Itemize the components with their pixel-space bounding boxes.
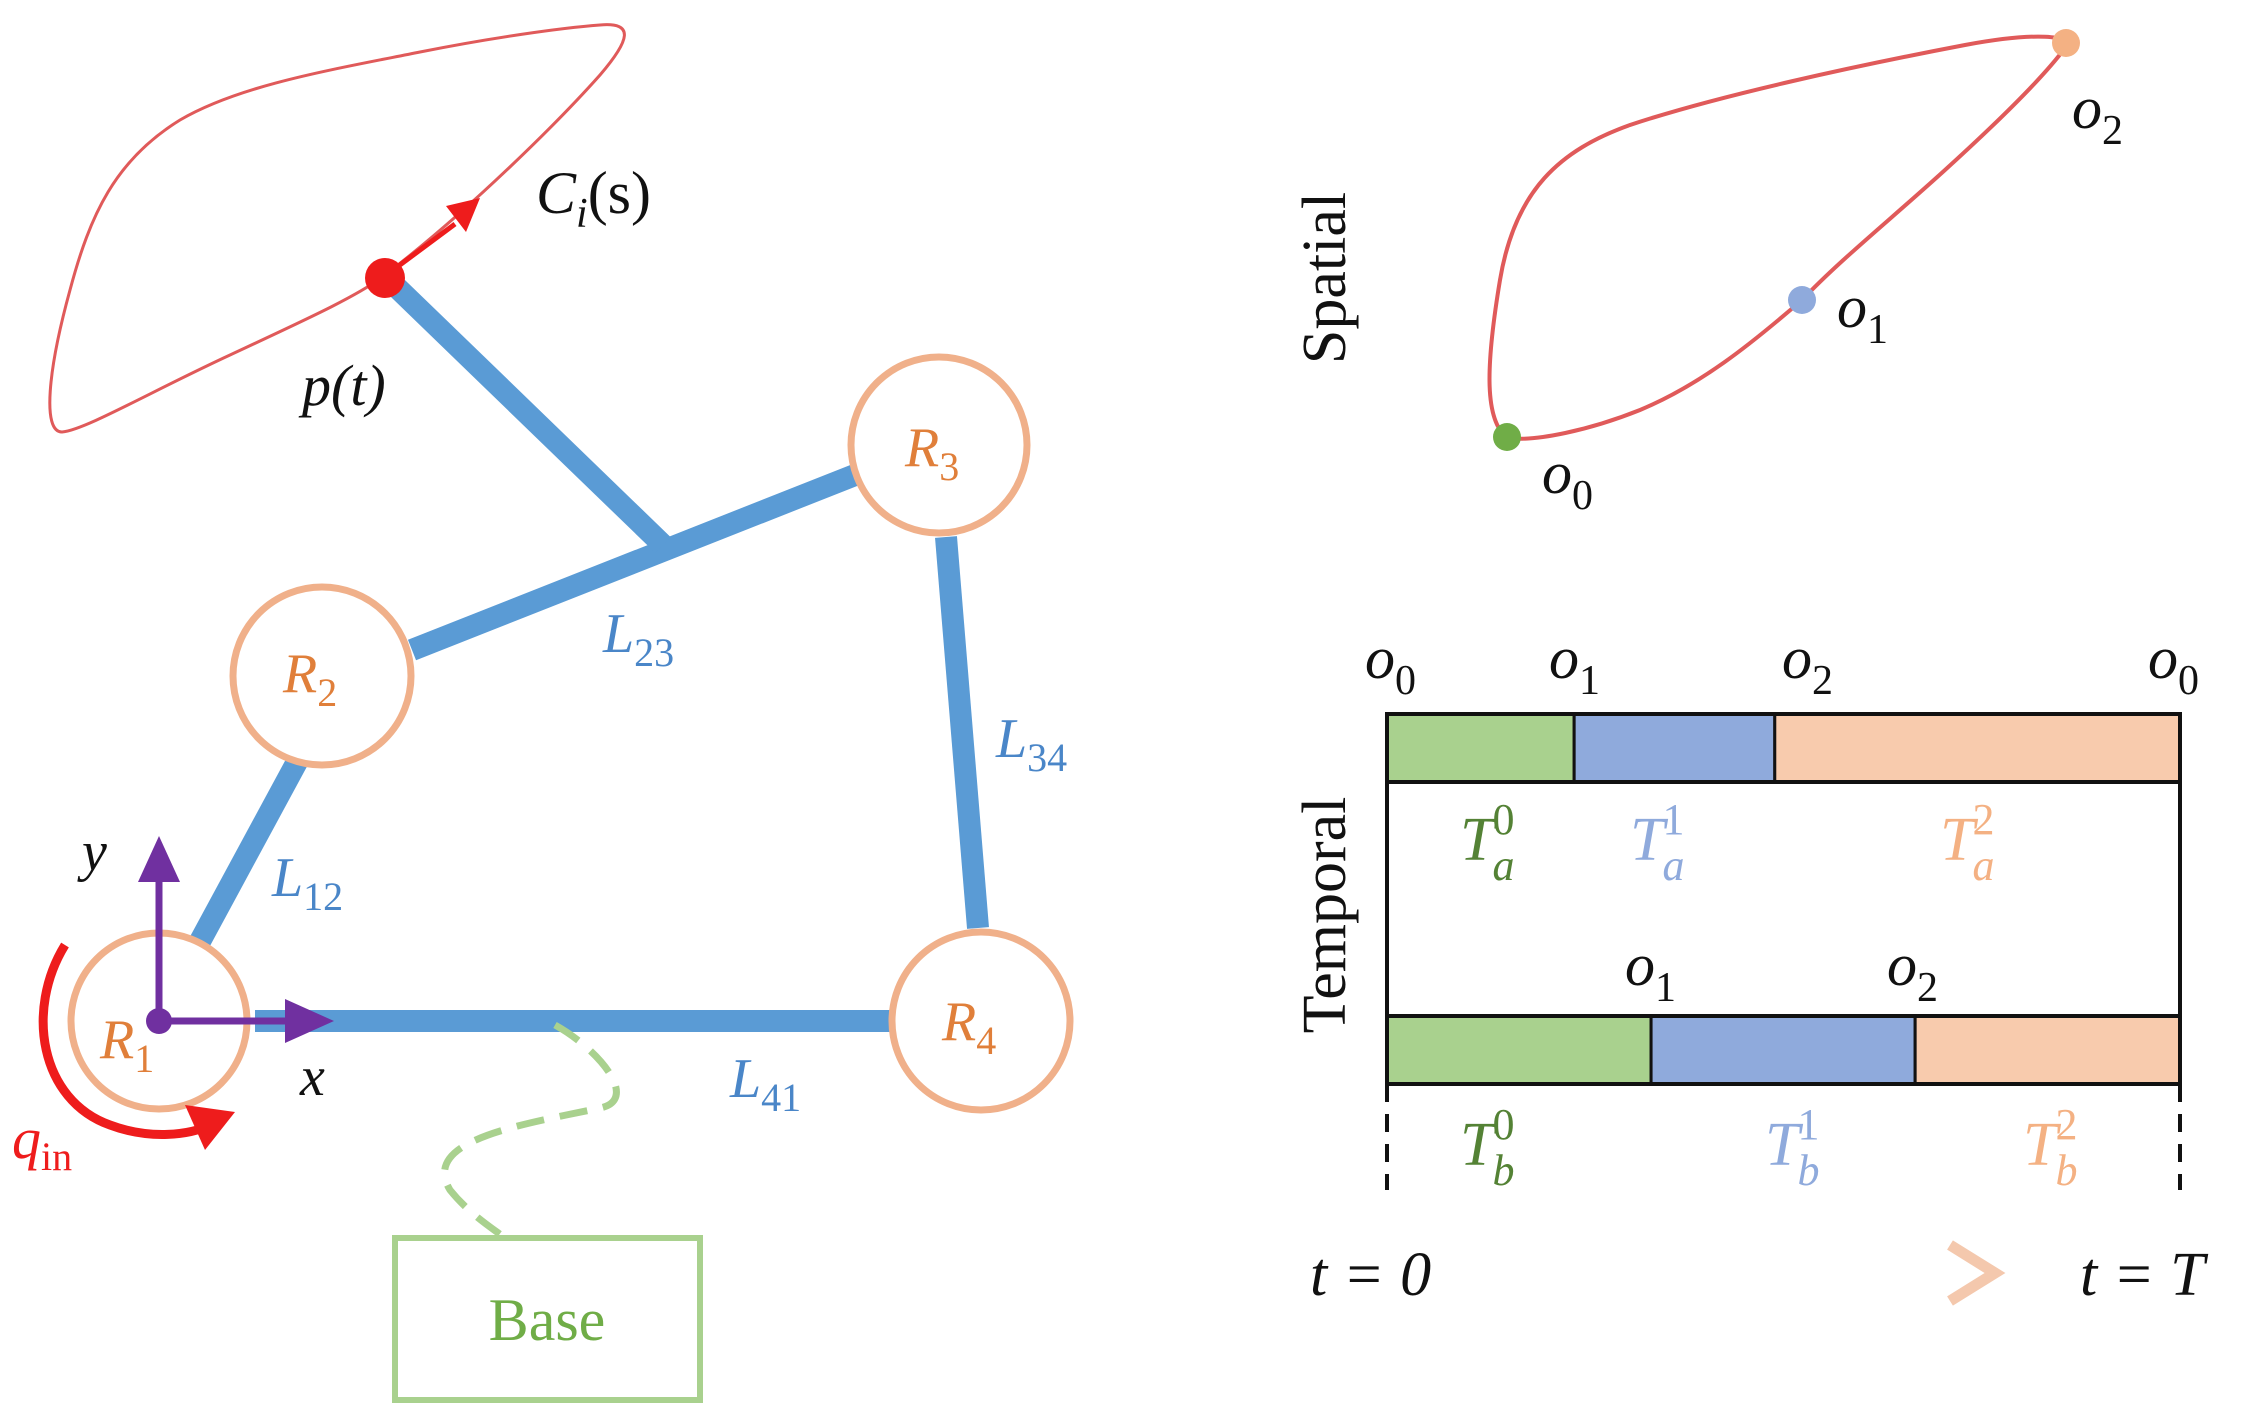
bar-a-segment-1 — [1572, 712, 1777, 784]
joint-r2 — [229, 583, 415, 769]
link-l34-label: L34 — [995, 708, 1067, 780]
link-l34 — [935, 536, 989, 929]
spatial-waypoint-o2 — [2052, 29, 2080, 57]
temporal-top-o0-label: o0 — [1365, 625, 1416, 704]
base-connection — [441, 1021, 620, 1241]
joint-r1-label: R1 — [99, 1009, 154, 1081]
bar-b-segment-1 — [1649, 1014, 1917, 1086]
joints — [67, 353, 1074, 1114]
timeline-bar-a — [1385, 712, 2182, 784]
input-rotation-arrow — [38, 942, 213, 1139]
spatial-o2-label: o2 — [2072, 75, 2123, 154]
time-end-label: t = T — [2080, 1241, 2209, 1309]
trajectory-curve — [48, 23, 626, 434]
axis-x-label: x — [299, 1046, 325, 1108]
spatial-o0-label: o0 — [1542, 440, 1593, 519]
joint-r4 — [888, 928, 1074, 1114]
bar-b-o1-label: o1 — [1625, 932, 1676, 1011]
base-box — [392, 1235, 703, 1403]
spatial-curve — [1487, 34, 2069, 441]
temporal-top-o2-label: o2 — [1782, 625, 1833, 704]
axis-y-label: y — [77, 821, 107, 883]
tangent-arrow-head — [446, 198, 480, 232]
base-label: Base — [489, 1287, 606, 1353]
bar-b-segment-2 — [1913, 1014, 2182, 1086]
axis-y-head — [138, 836, 180, 882]
bar-b-o2-label: o2 — [1887, 932, 1938, 1011]
link-l12-label: L12 — [271, 847, 343, 919]
time-start-label: t = 0 — [1310, 1241, 1431, 1309]
link-l12 — [188, 754, 308, 951]
axis-x-head — [285, 999, 334, 1043]
bar-a-label-1: Ta1 — [1630, 795, 1684, 890]
point-label: p(t) — [298, 353, 386, 418]
input-rotation-head — [185, 1105, 235, 1150]
bar-b-outline — [1385, 1014, 2182, 1086]
bar-b-label-2: Tb2 — [2023, 1100, 2077, 1195]
bar-a-label-0: Ta0 — [1460, 795, 1514, 890]
curve-label: Ci(s) — [536, 160, 651, 237]
time-arrow-head — [1947, 1240, 2006, 1306]
coupler-arm — [377, 268, 671, 553]
spatial-waypoint-o0 — [1493, 423, 1521, 451]
temporal-top-o1-label: o1 — [1549, 625, 1600, 704]
spatial-waypoint-o1 — [1788, 286, 1816, 314]
bar-a-label-2: Ta2 — [1940, 795, 1994, 890]
temporal-row-label: Temporal — [1291, 797, 1359, 1034]
timeline-bar-b — [1385, 1014, 2182, 1086]
joint-r2-label: R2 — [282, 643, 337, 715]
joint-r3-label: R3 — [904, 417, 959, 489]
link-l23-label: L23 — [602, 603, 674, 675]
spatial-row-label: Spatial — [1291, 192, 1359, 364]
links — [188, 268, 989, 1032]
spatial-o1-label: o1 — [1837, 274, 1888, 353]
tracing-point — [365, 258, 405, 298]
bar-b-label-1: Tb1 — [1765, 1100, 1819, 1195]
bar-b-segment-0 — [1385, 1014, 1653, 1086]
bar-a-segment-2 — [1773, 712, 2182, 784]
bar-b-label-0: Tb0 — [1460, 1100, 1514, 1195]
joint-r3 — [847, 353, 1031, 537]
joint-r4-label: R4 — [941, 991, 996, 1063]
frame-origin — [146, 1008, 172, 1034]
input-label: qin — [12, 1106, 72, 1179]
link-l23 — [407, 464, 860, 661]
bar-a-segment-0 — [1385, 712, 1576, 784]
temporal-top-o0-end-label: o0 — [2148, 625, 2199, 704]
link-l41-label: L41 — [729, 1048, 801, 1120]
